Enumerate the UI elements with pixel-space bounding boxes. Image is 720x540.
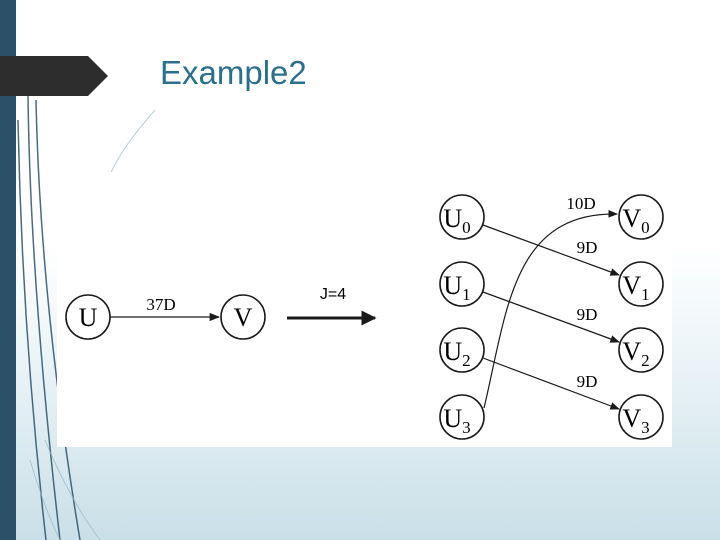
svg-text:V0: V0 xyxy=(622,204,649,237)
slide-title: Example2 xyxy=(160,54,307,91)
v-node-2-letter: V xyxy=(622,337,641,366)
u-node-3-sub: 3 xyxy=(462,418,471,437)
edge-u-v-label: 37D xyxy=(146,295,175,314)
svg-text:U1: U1 xyxy=(443,271,470,304)
svg-text:U2: U2 xyxy=(443,337,470,370)
left-accent-bar xyxy=(0,0,16,540)
u-node-0: U0 xyxy=(439,194,485,240)
v-node-3-letter: V xyxy=(622,404,641,433)
transform-arrow-group: J=4 xyxy=(287,286,377,326)
edge-u3-v0 xyxy=(483,210,618,409)
node-v-label: V xyxy=(234,303,253,332)
right-graph: U0 U1 U2 U3 V0 V1 xyxy=(439,194,664,440)
svg-text:V3: V3 xyxy=(622,404,649,437)
edge-u0-v1 xyxy=(482,224,620,276)
u-node-2: U2 xyxy=(439,327,485,373)
u-node-1-sub: 1 xyxy=(462,285,471,304)
svg-text:V1: V1 xyxy=(622,271,649,304)
edge-u1-v2-label: 9D xyxy=(577,305,598,324)
v-node-0-sub: 0 xyxy=(641,218,650,237)
edge-u2-v3-label: 9D xyxy=(577,372,598,391)
u-node-1: U1 xyxy=(439,261,485,307)
u-node-0-sub: 0 xyxy=(462,218,471,237)
v-node-0-letter: V xyxy=(622,204,641,233)
svg-text:U3: U3 xyxy=(443,404,470,437)
u-node-2-sub: 2 xyxy=(462,351,471,370)
u-node-3-letter: U xyxy=(443,404,462,433)
v-node-1-letter: V xyxy=(622,271,641,300)
transform-label: J=4 xyxy=(320,286,346,303)
v-node-2: V2 xyxy=(618,327,664,373)
node-u-label: U xyxy=(79,303,98,332)
diagram-figure: U V 37D J=4 U0 U1 U2 xyxy=(57,172,672,447)
svg-text:U0: U0 xyxy=(443,204,470,237)
v-node-0: V0 xyxy=(618,194,664,240)
svg-text:V2: V2 xyxy=(622,337,649,370)
v-node-3-sub: 3 xyxy=(641,418,650,437)
v-node-1-sub: 1 xyxy=(641,285,650,304)
edge-u0-v1-label: 9D xyxy=(577,238,598,257)
edge-u3-v0-label: 10D xyxy=(566,194,595,213)
v-node-2-sub: 2 xyxy=(641,351,650,370)
u-node-1-letter: U xyxy=(443,271,462,300)
node-v xyxy=(220,294,266,340)
title-marker-tab xyxy=(0,56,108,96)
diagram-canvas: U V 37D J=4 U0 U1 U2 xyxy=(65,194,664,440)
u-node-2-letter: U xyxy=(443,337,462,366)
u-node-3: U3 xyxy=(439,394,485,440)
edge-u1-v2 xyxy=(482,291,620,343)
edge-u2-v3 xyxy=(482,357,620,410)
v-node-1: V1 xyxy=(618,261,664,307)
u-node-0-letter: U xyxy=(443,204,462,233)
v-node-3: V3 xyxy=(618,394,664,440)
left-graph: U V 37D xyxy=(65,294,266,340)
